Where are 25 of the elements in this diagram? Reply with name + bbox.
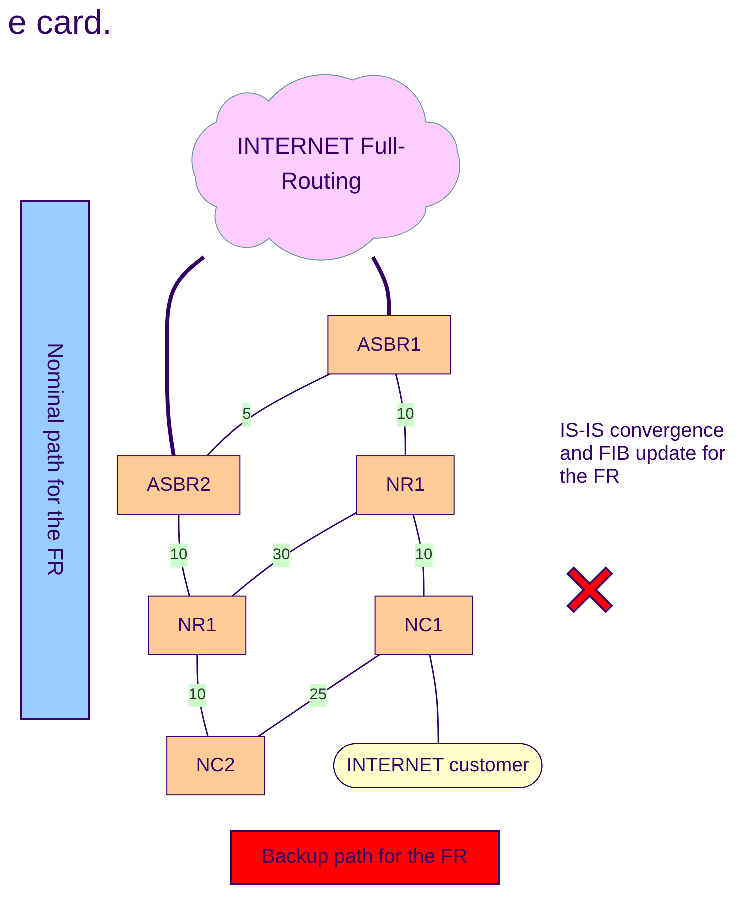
connector: [206, 374, 330, 457]
path-arrow-label: Nominal path for the FR: [20, 200, 90, 720]
edge-label: 10: [170, 546, 188, 564]
edge-label: 10: [415, 546, 433, 564]
connector: [412, 514, 425, 596]
connector: [371, 256, 392, 316]
connector: [429, 654, 440, 744]
edge-label: 5: [242, 406, 252, 423]
connector: [395, 374, 406, 456]
node-box: NC2: [166, 736, 266, 796]
note: IS-IS convergence and FIB update for the FR: [560, 420, 727, 489]
edge-label: 30: [272, 546, 290, 564]
path-arrow-label: Backup path for the FR: [230, 830, 500, 885]
node-box: NC1: [374, 596, 474, 656]
edge-label: 10: [188, 686, 206, 704]
node-box: NR1: [356, 456, 455, 515]
edge-label: 25: [310, 686, 328, 704]
connector: [165, 256, 206, 456]
node-box: ASBR2: [117, 456, 241, 515]
node-box: ASBR1: [328, 315, 452, 375]
heading-fragment: e card.: [8, 4, 112, 43]
connector: [258, 654, 380, 738]
edge-label: 10: [396, 406, 414, 423]
node-box: NR1: [148, 596, 247, 656]
connector: [232, 512, 358, 597]
